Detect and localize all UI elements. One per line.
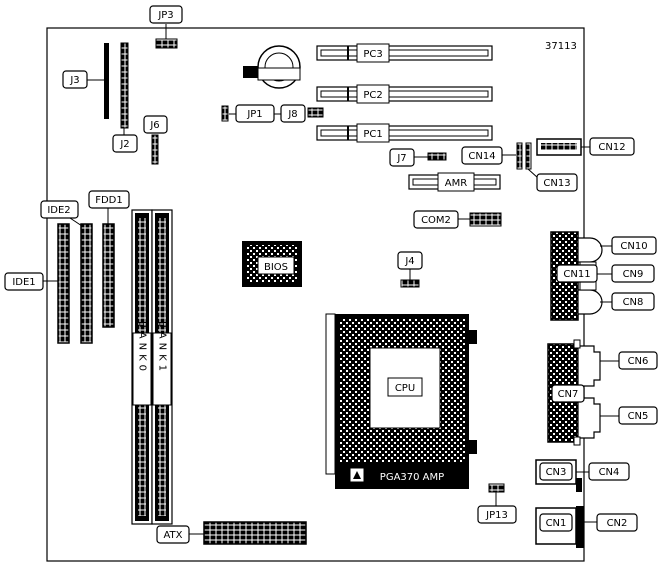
svg-text:CN8: CN8 (623, 297, 644, 308)
jp1-jumper (221, 105, 229, 122)
com2-header (469, 212, 502, 227)
j2-header (120, 42, 129, 129)
cn12-connector (536, 138, 582, 156)
j7-label: J7 (389, 148, 415, 167)
cn5-label: CN5 (618, 406, 658, 425)
ide2-label: IDE2 (40, 200, 79, 219)
dimm-bank-1: BANK1 (151, 209, 173, 525)
svg-text:CN3: CN3 (546, 467, 567, 478)
cn9-label: CN9 (611, 264, 655, 283)
j3-header (104, 43, 109, 119)
svg-text:BIOS: BIOS (264, 262, 288, 273)
j4-header (400, 279, 420, 288)
cn1-label: CN1 (539, 513, 573, 532)
jp13-label: JP13 (477, 505, 517, 524)
com2-label: COM2 (413, 210, 459, 229)
cn13-label: CN13 (536, 173, 578, 192)
svg-text:J7: J7 (396, 153, 406, 164)
jp13-jumper (488, 483, 505, 493)
ide1-label: IDE1 (4, 272, 44, 291)
cn10-label: CN10 (611, 236, 657, 255)
j3-label: J3 (62, 70, 88, 89)
cn14-header (516, 142, 523, 170)
svg-text:JP3: JP3 (157, 10, 173, 21)
svg-text:CN11: CN11 (563, 269, 590, 280)
svg-text:PC2: PC2 (363, 90, 382, 101)
board-model-number: 37113 (545, 41, 577, 52)
svg-text:CN2: CN2 (607, 518, 628, 529)
cn6-label: CN6 (618, 351, 658, 370)
svg-text:BANK0: BANK0 (137, 321, 148, 375)
cn8-label: CN8 (611, 292, 655, 311)
svg-text:CN13: CN13 (543, 178, 570, 189)
j2-label: J2 (112, 134, 138, 153)
svg-text:PGA370 AMP: PGA370 AMP (380, 472, 444, 483)
amr-slot: AMR (408, 172, 501, 192)
cn3-label: CN3 (539, 462, 573, 481)
j4-label: J4 (397, 251, 423, 270)
fdd1-connector (102, 223, 115, 328)
svg-text:AMR: AMR (445, 178, 467, 189)
j6-header (151, 134, 159, 165)
cn11-label: CN11 (556, 264, 598, 283)
svg-text:BANK1: BANK1 (157, 321, 168, 375)
svg-text:FDD1: FDD1 (95, 195, 123, 206)
svg-text:CN5: CN5 (628, 411, 649, 422)
svg-text:CN1: CN1 (546, 518, 567, 529)
svg-text:CN10: CN10 (620, 241, 647, 252)
jp1-label: JP1 (235, 104, 275, 123)
svg-text:J3: J3 (69, 75, 79, 86)
fdd1-label: FDD1 (88, 190, 130, 209)
pci-slot-2: PC2 (316, 84, 493, 104)
svg-text:CN7: CN7 (558, 389, 579, 400)
cn7-label: CN7 (551, 384, 585, 403)
svg-text:CN6: CN6 (628, 356, 649, 367)
ide1-connector (57, 223, 70, 344)
cn14-label: CN14 (461, 146, 503, 165)
pci-slot-3: PC3 (316, 43, 493, 63)
cn4-label: CN4 (588, 462, 630, 481)
svg-text:ATX: ATX (163, 530, 182, 541)
cn2-label: CN2 (596, 513, 638, 532)
svg-text:CN14: CN14 (468, 151, 495, 162)
battery (243, 45, 301, 89)
svg-text:IDE2: IDE2 (47, 205, 70, 216)
j8-header (307, 107, 324, 118)
atx-label: ATX (156, 525, 190, 544)
pci-slot-1: PC1 (316, 123, 493, 143)
j7-header (427, 152, 447, 161)
jp3-label: JP3 (149, 5, 183, 24)
svg-text:CN12: CN12 (598, 142, 625, 153)
ide2-connector (80, 223, 93, 344)
svg-text:JP1: JP1 (246, 109, 262, 120)
svg-text:CN4: CN4 (599, 467, 620, 478)
bios-chip: BIOS (242, 241, 302, 287)
svg-text:CN9: CN9 (623, 269, 644, 280)
svg-text:JP13: JP13 (485, 510, 508, 521)
cn12-label: CN12 (589, 137, 635, 156)
svg-text:CPU: CPU (395, 383, 415, 394)
j6-label: J6 (143, 115, 168, 134)
jp3-jumper (155, 24, 178, 49)
svg-text:IDE1: IDE1 (12, 277, 35, 288)
cpu-socket: CPU PGA370 AMP (325, 313, 477, 489)
svg-text:PC1: PC1 (363, 129, 382, 140)
svg-text:J4: J4 (404, 256, 414, 267)
svg-text:J6: J6 (149, 120, 159, 131)
cn13-header (525, 142, 532, 170)
svg-text:J8: J8 (287, 109, 297, 120)
dimm-bank-0: BANK0 (131, 209, 153, 525)
svg-text:COM2: COM2 (421, 215, 451, 226)
j8-label: J8 (280, 104, 306, 123)
svg-text:PC3: PC3 (363, 49, 382, 60)
atx-power-connector (203, 521, 307, 545)
svg-text:J2: J2 (119, 139, 129, 150)
